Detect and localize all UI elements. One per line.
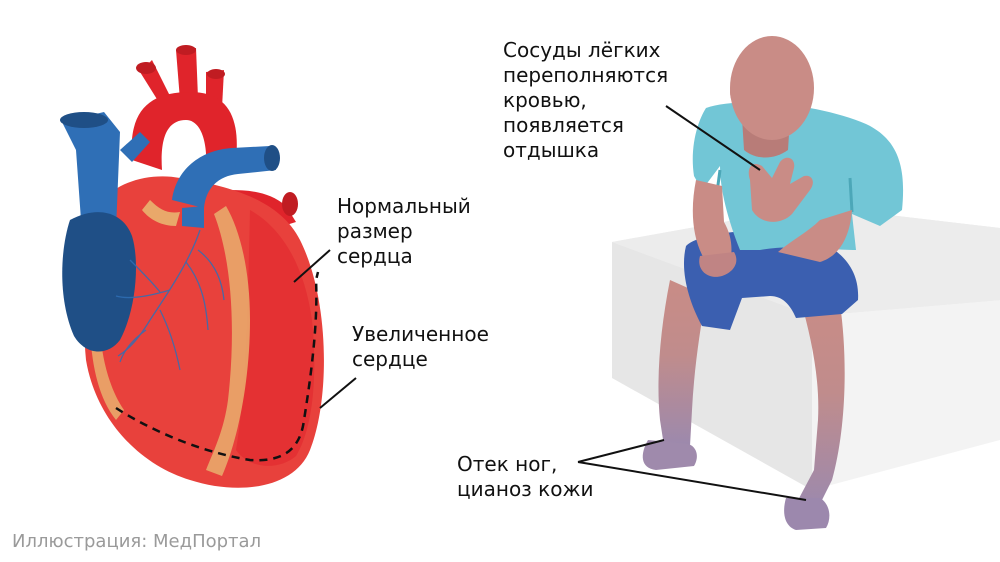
normal-heart-pointer (293, 249, 331, 283)
edema-line-2: цианоз кожи (457, 477, 594, 501)
lungs-line-1: Сосуды лёгких (503, 38, 661, 62)
enlarged-heart-pointer (319, 377, 357, 409)
illustration-credit: Иллюстрация: МедПортал (12, 531, 262, 552)
heart-illustration (60, 45, 357, 488)
enlarged-heart-label: Увеличенное сердце (352, 322, 489, 372)
lungs-line-4: появляется (503, 113, 624, 137)
enlarged-heart-outline (115, 271, 320, 462)
normal-heart-line-2: размер (337, 219, 413, 243)
person-illustration (577, 36, 904, 530)
lungs-line-2: переполняются (503, 63, 669, 87)
lungs-label: Сосуды лёгких переполняются кровью, появ… (503, 38, 668, 163)
normal-heart-line-1: Нормальный (337, 194, 471, 218)
edema-line-1: Отек ног, (457, 452, 558, 476)
edema-pointer-2 (577, 461, 807, 501)
normal-heart-line-3: сердца (337, 244, 413, 268)
enlarged-heart-line-1: Увеличенное (352, 322, 489, 346)
edema-pointer-1 (577, 439, 665, 463)
lungs-line-5: отдышка (503, 138, 600, 162)
lungs-line-3: кровью, (503, 88, 587, 112)
enlarged-heart-line-2: сердце (352, 347, 428, 371)
edema-label: Отек ног, цианоз кожи (457, 452, 594, 502)
normal-heart-label: Нормальный размер сердца (337, 194, 471, 269)
lungs-pointer (665, 105, 761, 171)
